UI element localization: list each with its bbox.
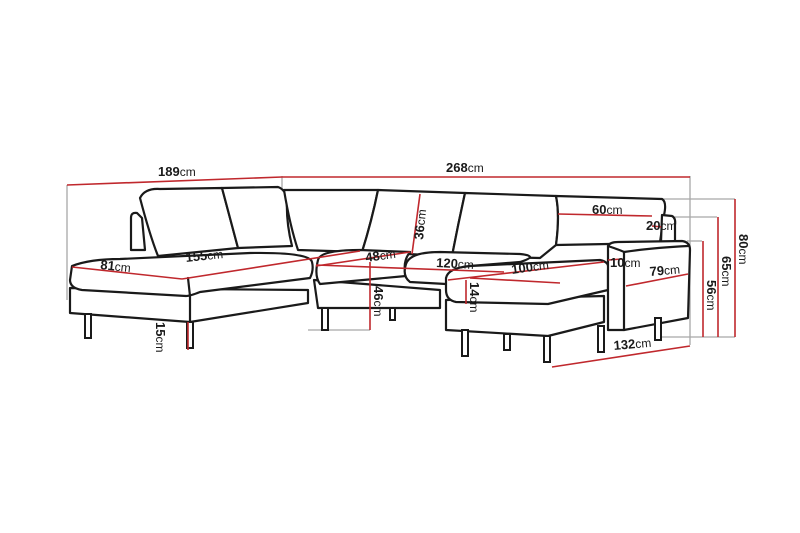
label-left-chaise-depth: 81cm bbox=[100, 257, 132, 275]
label-right-chaise-length: 100cm bbox=[510, 257, 549, 277]
label-cushion-thickness: 14cm bbox=[467, 282, 482, 312]
leg bbox=[543, 335, 551, 363]
left-chaise-cushion bbox=[68, 251, 314, 298]
label-left-chaise-length: 155cm bbox=[185, 246, 224, 265]
label-armrest-width: 10cm bbox=[610, 255, 640, 270]
leg bbox=[503, 333, 511, 351]
leg bbox=[597, 325, 605, 353]
label-left-width: 189cm bbox=[158, 164, 196, 179]
label-seat-depth: 48cm bbox=[364, 246, 396, 265]
label-backrest-depth: 20cm bbox=[646, 218, 676, 233]
dimension-labels: 189cm 268cm 81cm 155cm 36cm 48cm 46cm 15… bbox=[100, 160, 751, 353]
leg bbox=[84, 313, 92, 339]
label-total-height: 80cm bbox=[736, 234, 751, 264]
label-back-cushion-height: 36cm bbox=[411, 208, 429, 240]
label-arm-height: 56cm bbox=[704, 280, 719, 310]
back-cushion-left-1 bbox=[138, 186, 240, 258]
label-back-mid-height: 65cm bbox=[719, 256, 734, 286]
leg bbox=[186, 321, 194, 349]
left-side-panel bbox=[129, 211, 147, 252]
label-total-width: 268cm bbox=[446, 160, 484, 175]
back-cushion-right-1 bbox=[450, 191, 560, 260]
corner-base bbox=[312, 278, 442, 310]
leg bbox=[654, 317, 662, 341]
leg bbox=[321, 307, 329, 331]
right-armrest bbox=[606, 239, 692, 332]
label-seat-height: 46cm bbox=[371, 286, 386, 316]
right-back-panel bbox=[659, 213, 677, 244]
label-back-width: 60cm bbox=[592, 202, 622, 217]
label-right-depth: 132cm bbox=[613, 335, 652, 353]
label-leg-height: 15cm bbox=[153, 322, 168, 352]
label-armrest-depth: 79cm bbox=[649, 261, 681, 279]
label-middle-length: 120cm bbox=[436, 255, 474, 272]
leg bbox=[389, 307, 396, 321]
dimension-lines bbox=[66, 176, 736, 368]
leg bbox=[461, 329, 469, 357]
